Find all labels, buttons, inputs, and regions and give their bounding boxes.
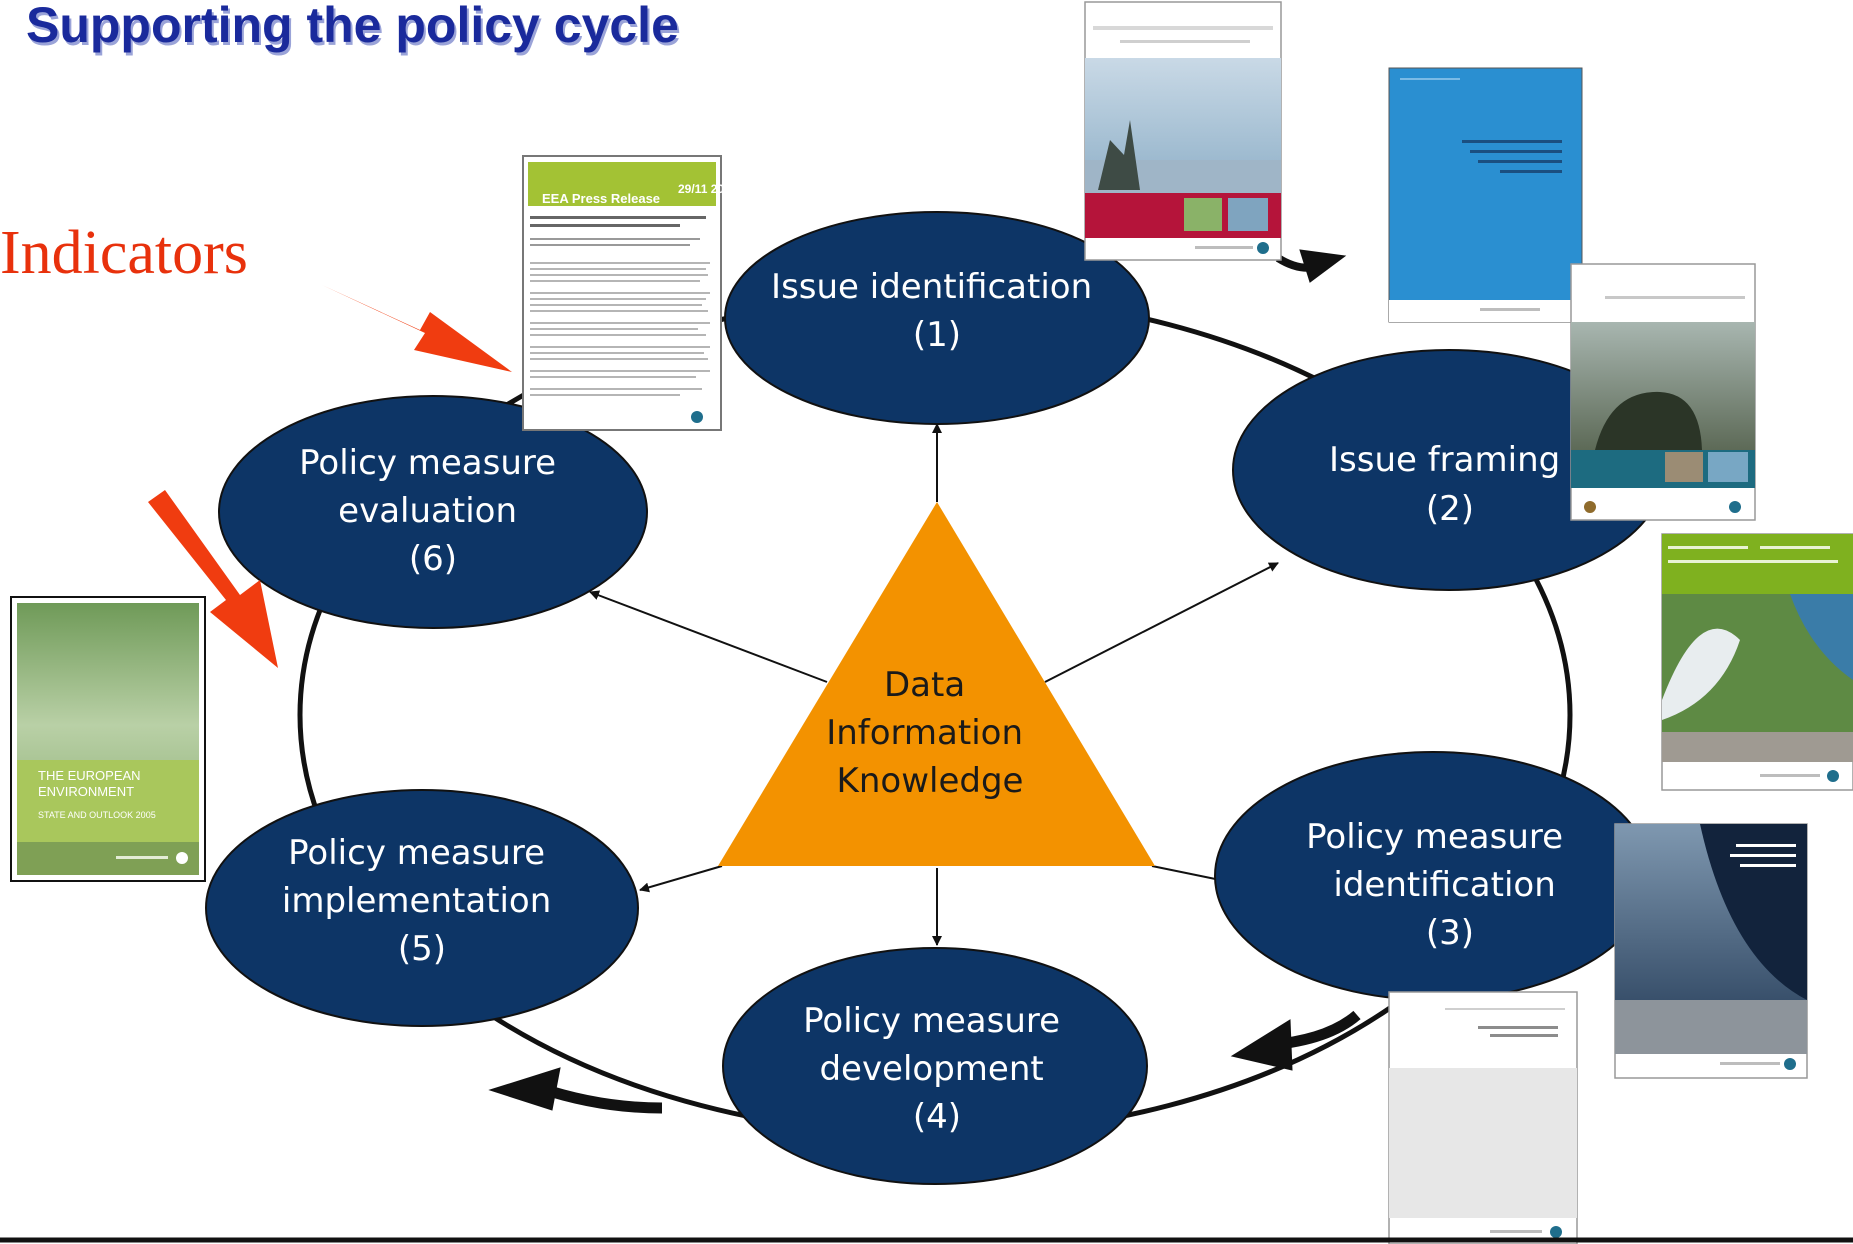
report-cover-transport bbox=[1614, 823, 1808, 1079]
node-policy-measure-development[interactable]: Policy measure development (4) bbox=[722, 947, 1148, 1185]
svg-text:Issue framing (2): Issue framing (2) bbox=[1329, 440, 1571, 529]
red-pointer-arrows bbox=[148, 285, 512, 668]
curved-arrow-right-head bbox=[1230, 1019, 1293, 1071]
curved-arrow-top-head bbox=[1299, 249, 1347, 283]
spoke-to-node-6 bbox=[589, 590, 828, 683]
spokes bbox=[589, 423, 1279, 946]
report-cover-european-environment: THE EUROPEAN ENVIRONMENT STATE AND OUTLO… bbox=[10, 596, 206, 882]
node-issue-framing[interactable]: Issue framing (2) bbox=[1232, 349, 1666, 591]
center-line-information: Information bbox=[826, 713, 1023, 753]
svg-text:Policy measure evaluatio: Policy measure evaluation (6) bbox=[299, 443, 567, 579]
page-title: Supporting the policy cycle bbox=[26, 0, 679, 53]
cover-line-3: STATE AND OUTLOOK 2005 bbox=[38, 810, 156, 820]
svg-text:Policy measure identific: Policy measure identification (3) bbox=[1306, 817, 1574, 953]
svg-text:Issue identification (1): Issue identification (1) bbox=[771, 267, 1103, 355]
curved-arrow-left bbox=[538, 1082, 663, 1114]
svg-text:Policy measure implement: Policy measure implementation (5) bbox=[282, 833, 562, 969]
cover-line-2: ENVIRONMENT bbox=[38, 784, 134, 799]
indicators-label: Indicators bbox=[0, 219, 248, 287]
node-policy-measure-evaluation[interactable]: Policy measure evaluation (6) bbox=[218, 395, 648, 629]
report-cover-mediterranean bbox=[1570, 263, 1756, 521]
press-release-header: EEA Press Release bbox=[542, 191, 660, 206]
spoke-to-node-5 bbox=[639, 865, 723, 893]
cycle-direction-arrows bbox=[488, 249, 1361, 1114]
node-issue-identification[interactable]: Issue identification (1) bbox=[724, 211, 1150, 425]
svg-text:Policy measure developme: Policy measure development (4) bbox=[803, 1001, 1071, 1137]
report-cover-grey bbox=[1388, 991, 1578, 1244]
center-triangle bbox=[718, 502, 1155, 866]
curved-arrow-left-head bbox=[488, 1067, 561, 1111]
node-policy-measure-identification[interactable]: Policy measure identification (3) bbox=[1214, 751, 1652, 1001]
report-cover-blue bbox=[1388, 67, 1583, 323]
red-arrow-to-report bbox=[148, 490, 278, 668]
center-line-data: Data bbox=[884, 665, 965, 705]
center-line-knowledge: Knowledge bbox=[837, 761, 1024, 801]
report-cover-landscape bbox=[1084, 1, 1282, 261]
red-arrow-to-press-release bbox=[322, 285, 512, 372]
report-cover-climate bbox=[1661, 533, 1853, 791]
press-release-date: 29/11 2005 bbox=[678, 182, 738, 196]
spoke-to-node-2 bbox=[1044, 562, 1279, 683]
center-label: Data Information Knowledge bbox=[826, 665, 1034, 801]
page-title-shadow: Supporting the policy cycle bbox=[28, 0, 681, 56]
cover-line-1: THE EUROPEAN bbox=[38, 768, 141, 783]
press-release-body-lines bbox=[530, 262, 710, 396]
node-policy-measure-implementation[interactable]: Policy measure implementation (5) bbox=[205, 789, 639, 1027]
press-release-cover: EEA Press Release 29/11 2005 bbox=[522, 155, 738, 431]
